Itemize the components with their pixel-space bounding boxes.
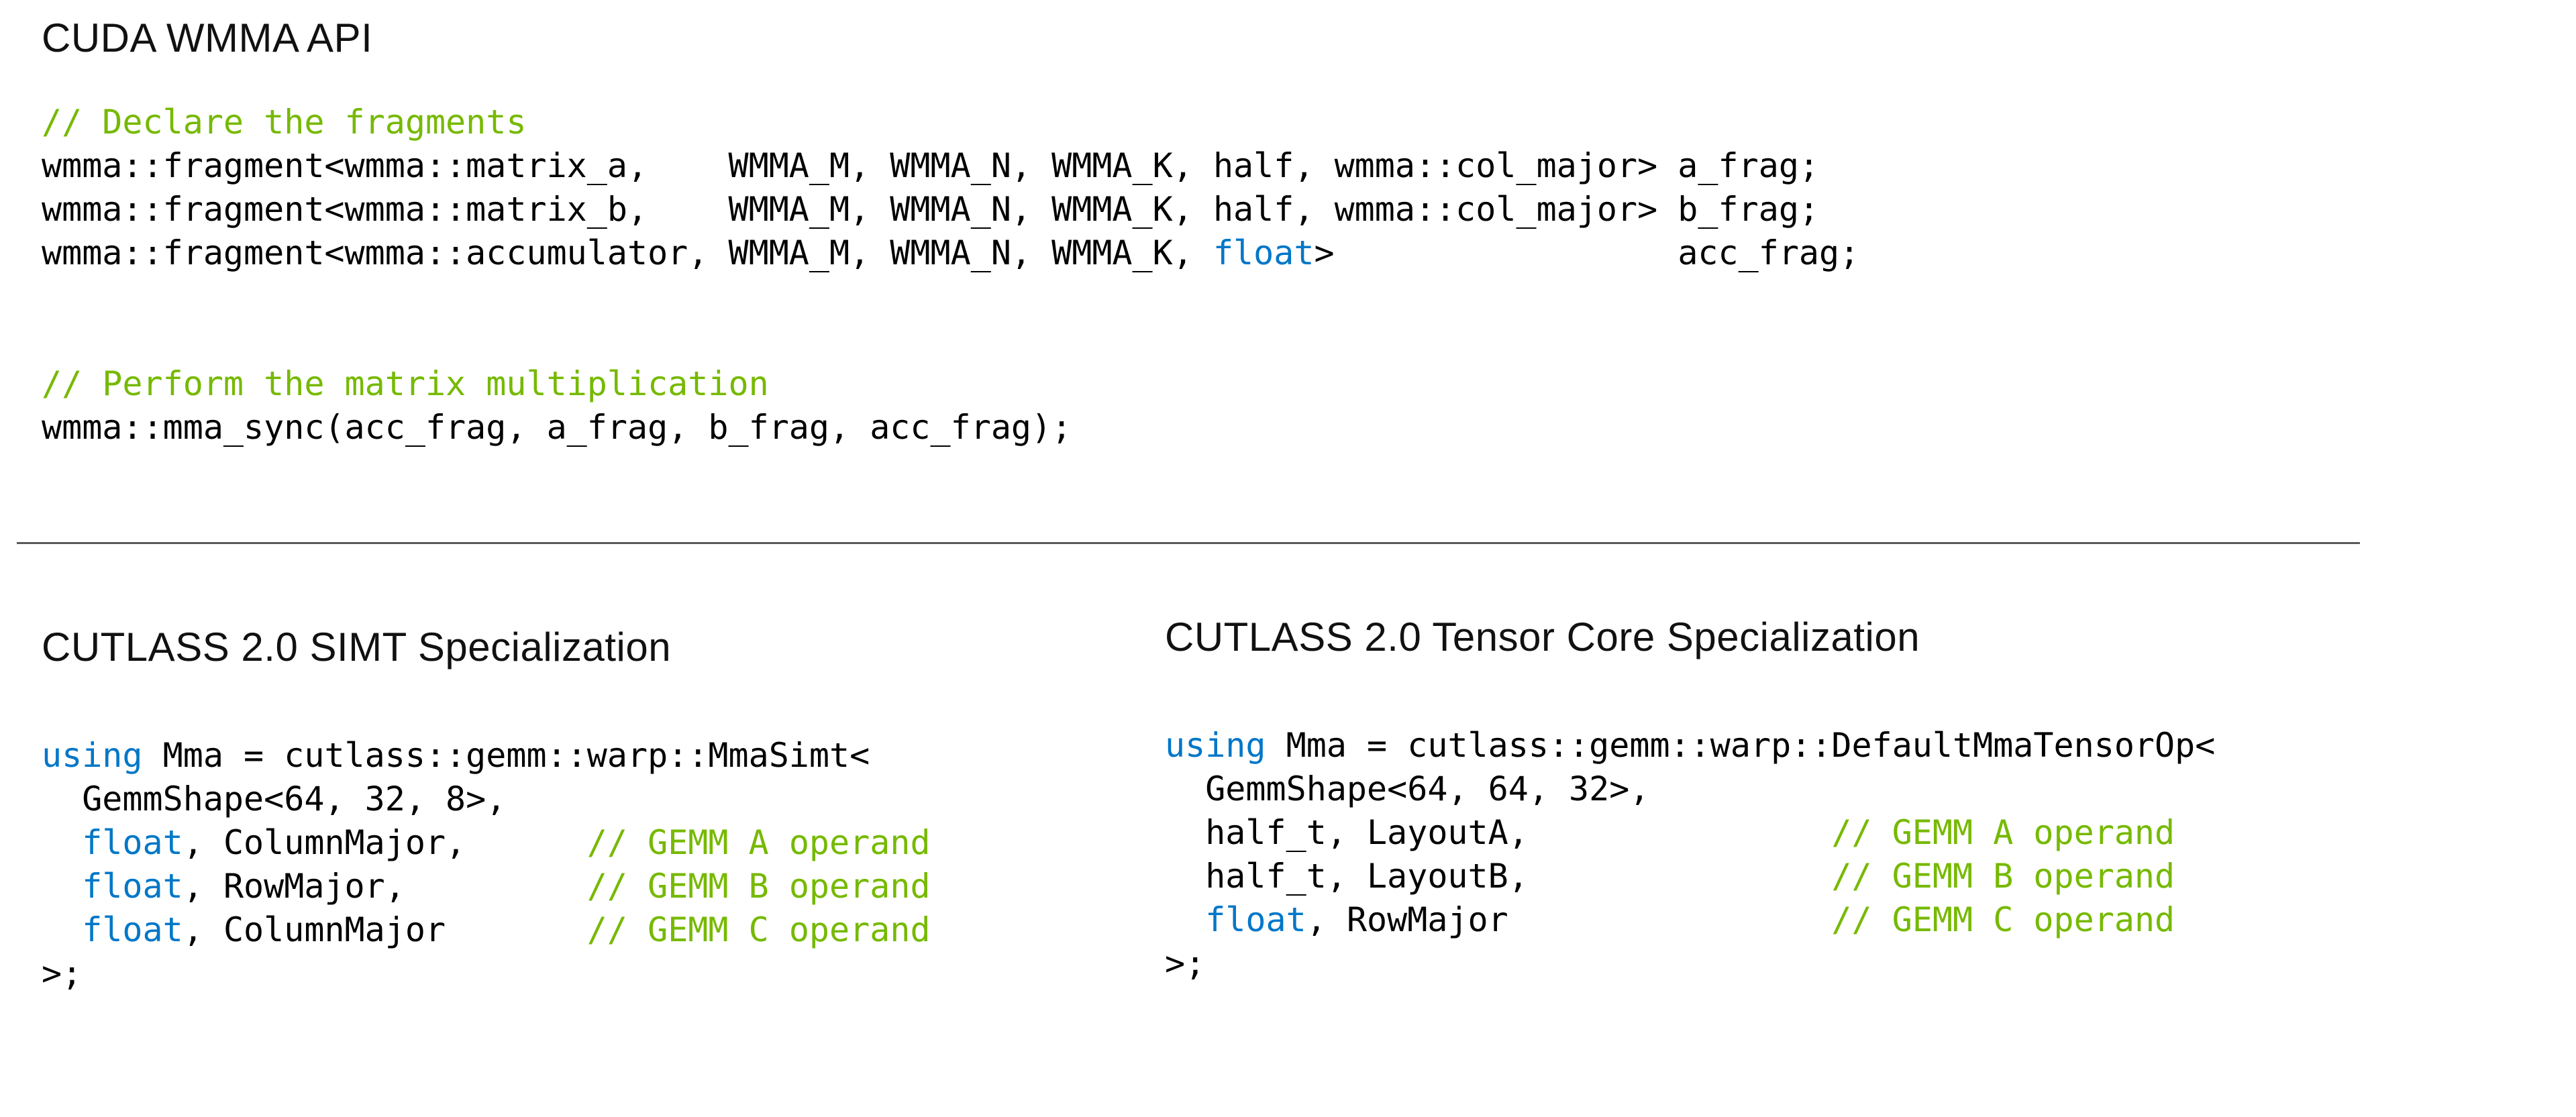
code-line: // Perform the matrix multiplication	[42, 362, 1859, 406]
code-line: using Mma = cutlass::gemm::warp::Default…	[1165, 724, 2440, 767]
code-token: wmma::fragment<wmma::matrix_a, WMMA_M, W…	[42, 146, 1820, 185]
code-token	[42, 867, 82, 906]
simt-section-title: CUTLASS 2.0 SIMT Specialization	[42, 625, 672, 670]
code-token: >;	[1165, 944, 1206, 983]
section-divider	[17, 542, 2360, 544]
keyword-token: float	[82, 823, 183, 862]
code-line: >;	[42, 952, 1088, 996]
code-token: , RowMajor,	[183, 867, 587, 906]
keyword-token: float	[1213, 233, 1315, 272]
code-line: GemmShape<64, 64, 32>,	[1165, 767, 2440, 811]
code-token: > acc_frag;	[1314, 233, 1860, 272]
code-line: wmma::fragment<wmma::accumulator, WMMA_M…	[42, 231, 1859, 275]
tensor-core-section-title: CUTLASS 2.0 Tensor Core Specialization	[1165, 615, 1920, 659]
code-token: Mma = cutlass::gemm::warp::DefaultMmaTen…	[1266, 726, 2216, 765]
code-token	[1165, 900, 1205, 939]
code-line: wmma::fragment<wmma::matrix_b, WMMA_M, W…	[42, 188, 1859, 231]
code-token	[42, 910, 82, 949]
code-line	[42, 275, 1859, 319]
comment-token: // GEMM A operand	[586, 823, 931, 862]
code-line: half_t, LayoutA, // GEMM A operand	[1165, 811, 2440, 855]
simt-section: CUTLASS 2.0 SIMT Specialization using Mm…	[42, 624, 1088, 996]
code-line: float, ColumnMajor // GEMM C operand	[42, 908, 1088, 952]
comment-token: // GEMM B operand	[586, 867, 931, 906]
tensor-core-section: CUTLASS 2.0 Tensor Core Specialization u…	[1165, 614, 2440, 986]
tensor-core-code-block: using Mma = cutlass::gemm::warp::Default…	[1165, 724, 2440, 986]
code-token: half_t, LayoutB,	[1165, 857, 1832, 896]
code-line: // Declare the fragments	[42, 101, 1859, 144]
comment-token: // GEMM A operand	[1831, 813, 2175, 852]
comment-token: // GEMM C operand	[586, 910, 931, 949]
keyword-token: using	[42, 736, 143, 775]
keyword-token: float	[82, 867, 183, 906]
code-token: >;	[42, 954, 83, 993]
code-line	[42, 319, 1859, 362]
page-title: CUDA WMMA API	[42, 15, 373, 60]
code-token	[42, 823, 82, 862]
code-token: half_t, LayoutA,	[1165, 813, 1832, 852]
code-line: wmma::fragment<wmma::matrix_a, WMMA_M, W…	[42, 144, 1859, 188]
code-token: wmma::fragment<wmma::matrix_b, WMMA_M, W…	[42, 190, 1820, 229]
keyword-token: using	[1165, 726, 1266, 765]
keyword-token: float	[82, 910, 183, 949]
code-line: wmma::mma_sync(acc_frag, a_frag, b_frag,…	[42, 406, 1859, 449]
code-token: , RowMajor	[1306, 900, 1832, 939]
code-line: using Mma = cutlass::gemm::warp::MmaSimt…	[42, 734, 1088, 778]
comment-token: // Perform the matrix multiplication	[42, 364, 769, 403]
comment-token: // GEMM B operand	[1831, 857, 2175, 896]
code-line: float, RowMajor // GEMM C operand	[1165, 898, 2440, 942]
code-token: , ColumnMajor	[183, 910, 587, 949]
simt-code-block: using Mma = cutlass::gemm::warp::MmaSimt…	[42, 734, 1088, 996]
code-line: half_t, LayoutB, // GEMM B operand	[1165, 855, 2440, 898]
code-line: >;	[1165, 942, 2440, 986]
comment-token: // Declare the fragments	[42, 103, 527, 142]
code-token: Mma = cutlass::gemm::warp::MmaSimt<	[142, 736, 870, 775]
code-line: float, RowMajor, // GEMM B operand	[42, 865, 1088, 908]
code-token: , ColumnMajor,	[183, 823, 587, 862]
keyword-token: float	[1205, 900, 1306, 939]
code-token: GemmShape<64, 32, 8>,	[42, 780, 507, 818]
code-token: wmma::fragment<wmma::accumulator, WMMA_M…	[42, 233, 1213, 272]
code-line: float, ColumnMajor, // GEMM A operand	[42, 821, 1088, 865]
code-token: GemmShape<64, 64, 32>,	[1165, 769, 1650, 808]
comment-token: // GEMM C operand	[1831, 900, 2175, 939]
code-line: GemmShape<64, 32, 8>,	[42, 778, 1088, 821]
code-token: wmma::mma_sync(acc_frag, a_frag, b_frag,…	[42, 408, 1072, 447]
